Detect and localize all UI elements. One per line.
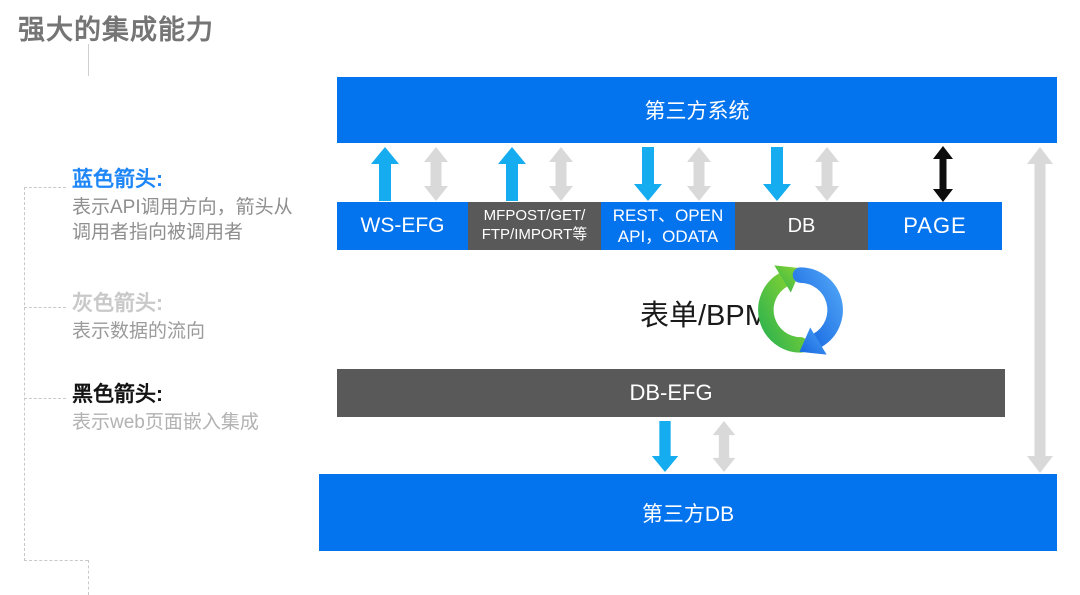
third-party-db-bar: 第三方DB	[319, 474, 1057, 551]
gray-double-arrow-5	[712, 421, 736, 472]
legend-item-blue-arrow: 蓝色箭头: 表示API调用方向，箭头从调用者指向被调用者	[72, 168, 294, 245]
legend-item-gray-arrow: 灰色箭头: 表示数据的流向	[72, 292, 294, 344]
legend-gray-heading: 灰色箭头:	[72, 292, 163, 315]
legend-gray-desc: 表示数据的流向	[72, 321, 206, 343]
blue-up-arrow-2	[498, 147, 526, 201]
box-mfpost: MFPOST/GET/ FTP/IMPORT等	[468, 202, 601, 250]
gray-double-arrow-3	[687, 147, 711, 201]
legend-blue-desc: 表示API调用方向，箭头从调用者指向被调用者	[72, 197, 293, 244]
page-title: 强大的集成能力	[18, 15, 214, 45]
db-efg-bar: DB-EFG	[337, 369, 1005, 417]
gray-double-arrow-4	[815, 147, 839, 201]
third-party-db-label: 第三方DB	[641, 502, 735, 526]
legend-black-heading: 黑色箭头:	[72, 383, 163, 406]
right-long-gray-double-arrow	[1027, 147, 1053, 473]
blue-down-arrow-2	[763, 147, 791, 201]
box-page: PAGE	[868, 202, 1002, 250]
box-db: DB	[735, 202, 868, 250]
gray-double-arrow-1	[424, 147, 448, 201]
legend-item-black-arrow: 黑色箭头: 表示web页面嵌入集成	[72, 383, 294, 435]
guide-connector-black	[24, 398, 66, 399]
blue-down-arrow-1	[634, 147, 662, 201]
blue-down-arrow-3	[651, 421, 679, 472]
legend-blue-heading: 蓝色箭头:	[72, 168, 163, 191]
guide-connector-gray	[24, 307, 66, 308]
black-double-arrow	[933, 146, 953, 202]
box-ws-efg: WS-EFG	[337, 202, 468, 250]
db-efg-label: DB-EFG	[629, 380, 713, 405]
blue-up-arrow-1	[371, 147, 399, 201]
third-party-system-label: 第三方系统	[644, 100, 750, 123]
form-bpm-label: 表单/BPM	[640, 300, 769, 332]
gray-double-arrow-2	[549, 147, 573, 201]
guide-foot-horizontal	[24, 560, 88, 561]
third-party-system-bar: 第三方系统	[337, 77, 1057, 143]
box-rest-api: REST、OPEN API，ODATA	[601, 202, 735, 250]
guide-dashed-spine	[24, 187, 25, 561]
sync-icon	[758, 265, 843, 355]
legend-black-desc: 表示web页面嵌入集成	[72, 412, 259, 434]
guide-foot-vertical	[88, 560, 89, 595]
guide-connector-blue	[24, 187, 66, 188]
guide-tick-line	[88, 44, 89, 76]
